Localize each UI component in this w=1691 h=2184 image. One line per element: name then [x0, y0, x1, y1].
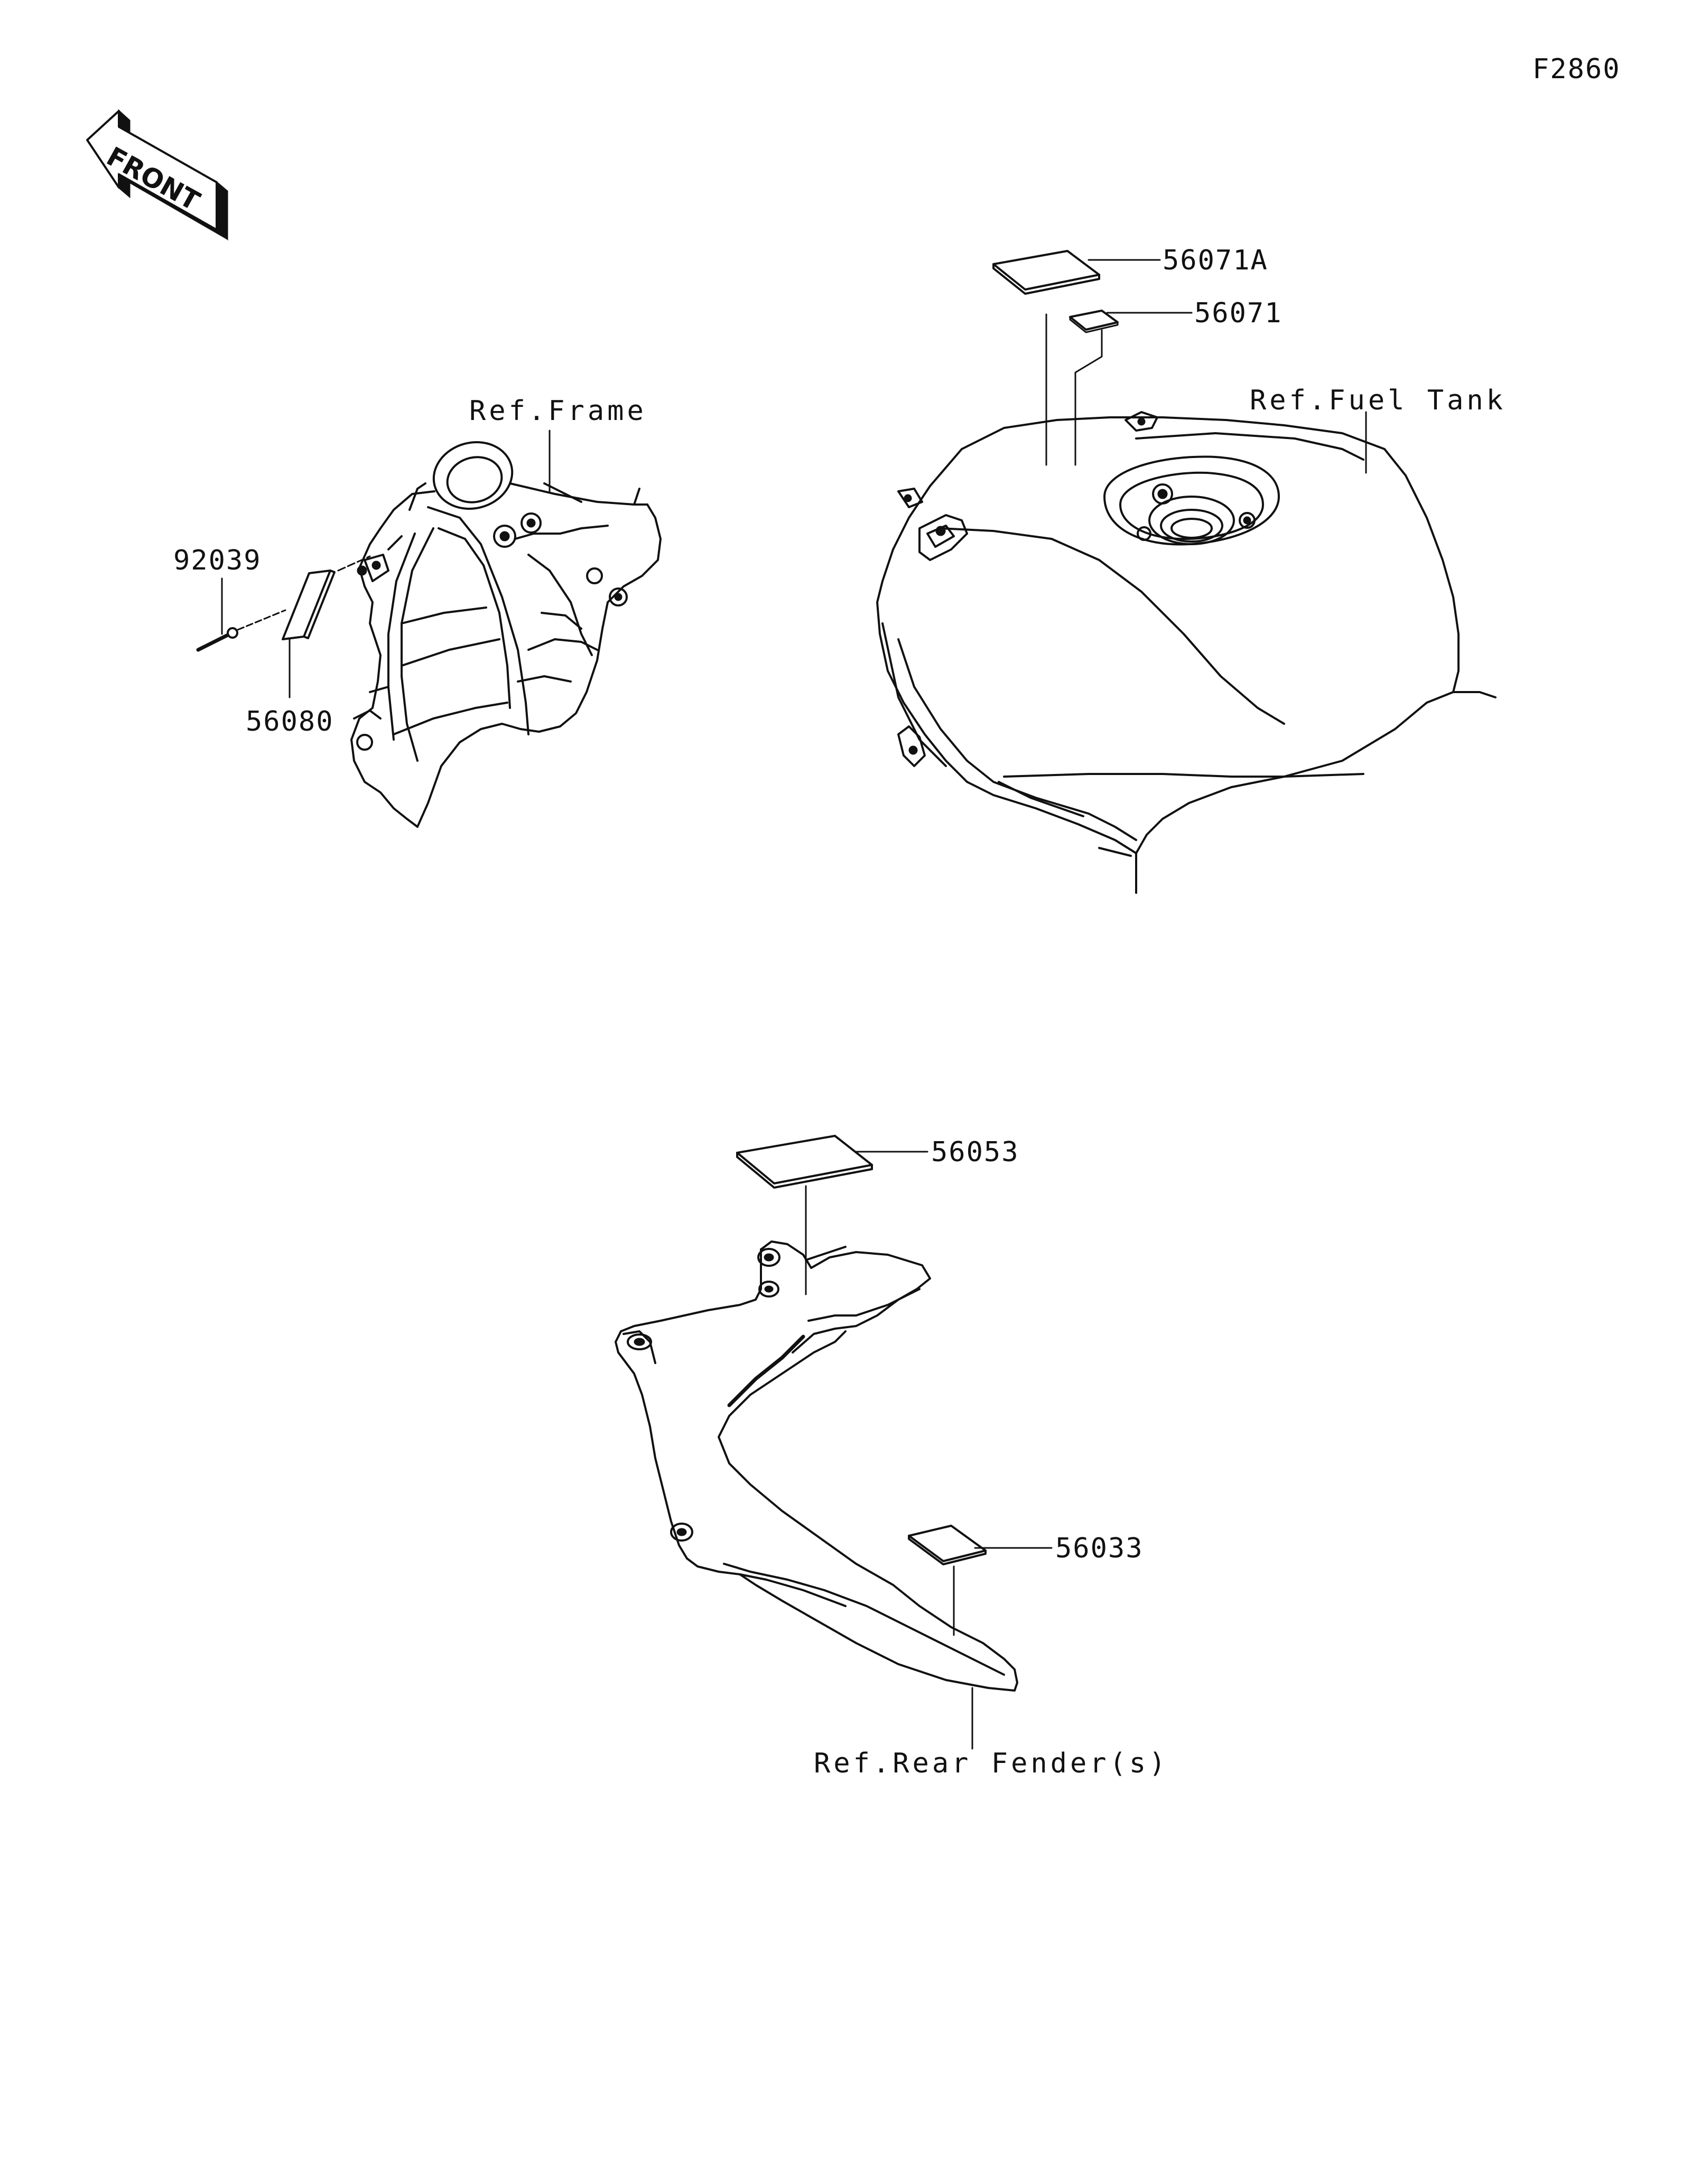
fuel-tank-illustration — [876, 411, 1497, 894]
front-direction-arrow-icon: FRONT — [86, 109, 228, 241]
ref-fuel-tank-label: Ref.Fuel Tank — [1250, 385, 1506, 416]
label-56071A — [992, 250, 1100, 295]
label-56053 — [736, 1135, 873, 1189]
part-number-56053: 56053 — [931, 1136, 1019, 1168]
ref-rear-fender-label: Ref.Rear Fender(s) — [814, 1748, 1169, 1779]
part-number-56071: 56071 — [1194, 297, 1283, 329]
ref-frame-label: Ref.Frame — [469, 395, 647, 427]
part-number-56071A: 56071A — [1163, 245, 1268, 276]
part-number-56033: 56033 — [1055, 1533, 1144, 1564]
label-56071 — [1069, 310, 1119, 333]
figure-code: F2860 — [1532, 53, 1621, 85]
part-number-92039: 92039 — [173, 545, 262, 576]
leader-56071-down — [1074, 329, 1103, 466]
rear-fender-illustration — [615, 1240, 1018, 1692]
part-number-56080: 56080 — [246, 706, 334, 738]
label-56033 — [908, 1525, 987, 1565]
frame-illustration — [196, 441, 662, 828]
